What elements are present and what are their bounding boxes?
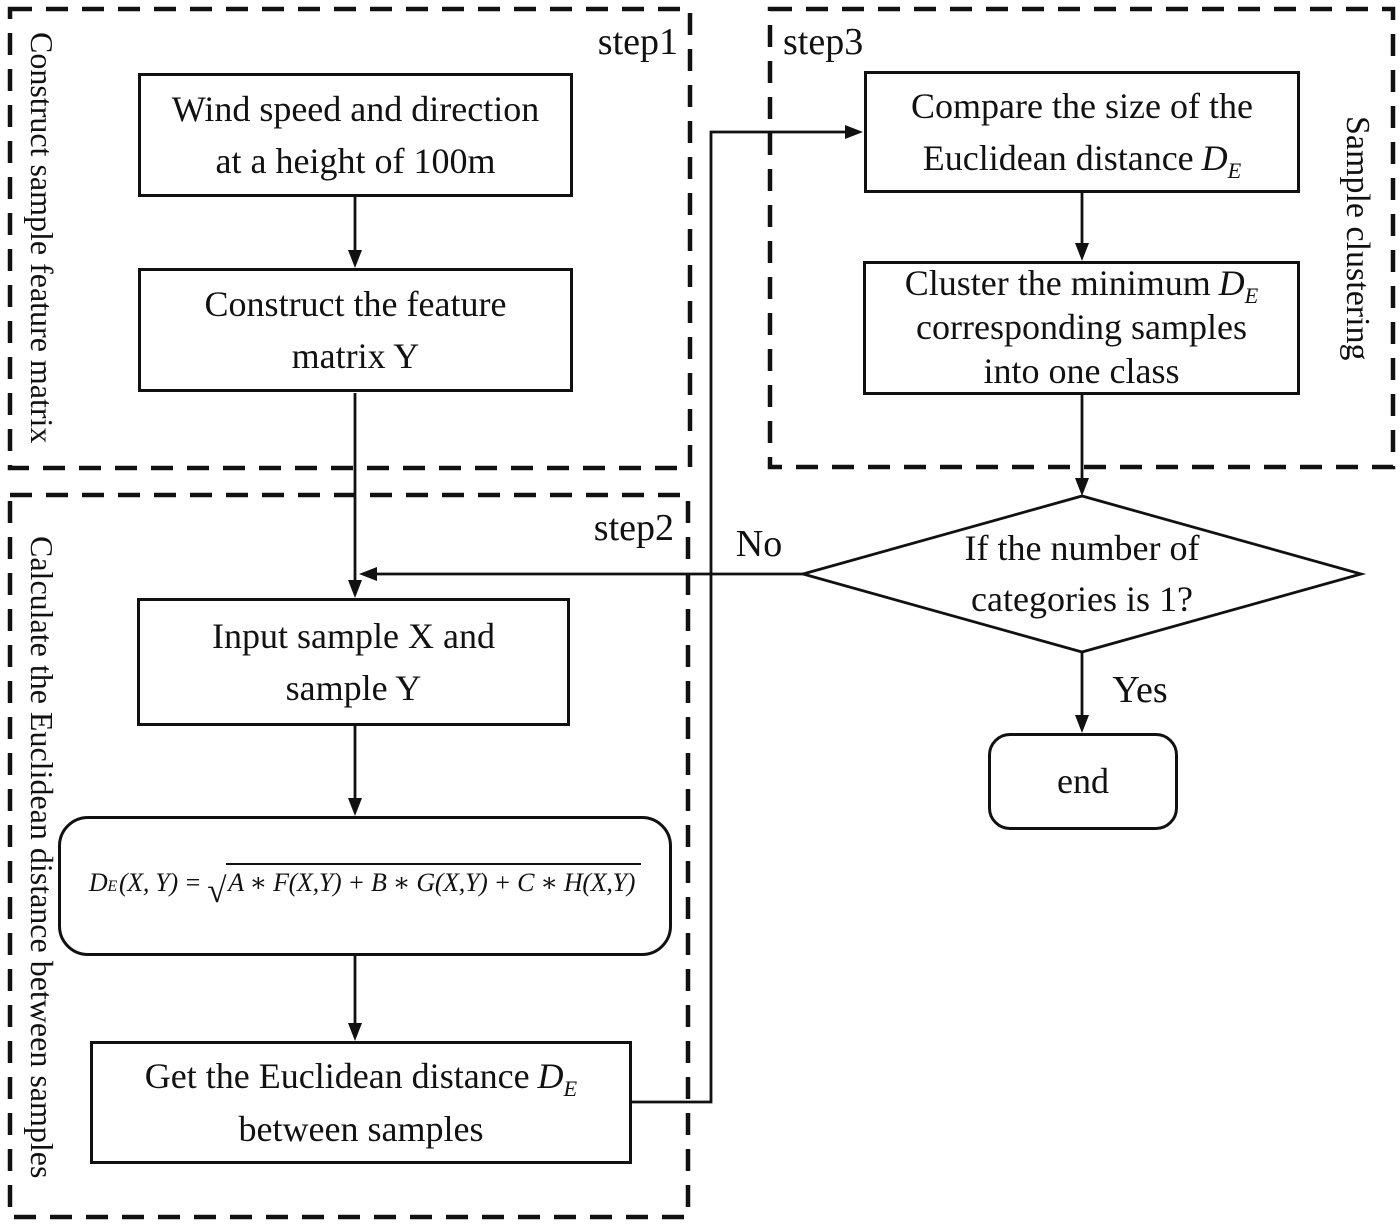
node-wind-line2: at a height of 100m bbox=[215, 141, 496, 181]
node-wind-speed: Wind speed and direction at a height of … bbox=[138, 73, 573, 197]
formula-radicand: A ∗ F(X,Y) + B ∗ G(X,Y) + C ∗ H(X,Y) bbox=[226, 863, 642, 896]
node-input-line2: sample Y bbox=[285, 668, 422, 708]
arrow-get-compare bbox=[632, 130, 846, 1104]
decision-diamond-text: If the number of categories is 1? bbox=[912, 520, 1252, 628]
arrowhead-formula-get bbox=[348, 1023, 362, 1041]
node-input-samples: Input sample X and sample Y bbox=[137, 598, 570, 726]
arrowhead-cluster-decision bbox=[1075, 478, 1089, 496]
node-cluster-line3: into one class bbox=[983, 350, 1180, 391]
node-get-line2: between samples bbox=[238, 1108, 484, 1149]
arrowhead-no-return bbox=[359, 567, 377, 581]
step2-label: step2 bbox=[593, 507, 674, 549]
step3-label: step3 bbox=[783, 21, 864, 63]
step2-frame bbox=[7, 492, 691, 1220]
edge-label-yes: Yes bbox=[1112, 669, 1168, 711]
formula-lhs-args: (X, Y) = bbox=[118, 868, 202, 898]
node-cluster-line1-text: Cluster the minimum bbox=[904, 263, 1211, 304]
node-wind-line1: Wind speed and direction bbox=[171, 88, 540, 129]
step1-label: step1 bbox=[597, 21, 678, 63]
arrowhead-decision-end bbox=[1075, 715, 1089, 733]
de-symbol: DE bbox=[537, 1056, 578, 1102]
decision-diamond-shape bbox=[797, 494, 1367, 654]
step1-side-label: Construct sample feature matrix bbox=[24, 32, 60, 444]
node-end: end bbox=[988, 733, 1178, 830]
formula-radical-icon: √ bbox=[207, 871, 227, 911]
node-construct-matrix: Construct the feature matrix Y bbox=[138, 268, 573, 392]
decision-line2: categories is 1? bbox=[971, 579, 1193, 619]
arrowhead-wind-construct bbox=[348, 250, 362, 268]
arrowhead-compare-cluster bbox=[1075, 243, 1089, 261]
arrowhead-input-formula bbox=[348, 798, 362, 816]
node-compare-line2-text: Euclidean distance bbox=[922, 138, 1194, 178]
decision-line1: If the number of bbox=[964, 527, 1200, 568]
arrowhead-construct-input bbox=[348, 580, 362, 598]
step3-side-label: Sample clustering bbox=[1339, 115, 1376, 361]
formula-lhs-symbol: D bbox=[88, 868, 108, 898]
node-cluster-line2: corresponding samples bbox=[916, 307, 1247, 348]
node-end-label: end bbox=[1057, 761, 1109, 802]
step1-frame bbox=[7, 6, 693, 471]
arrowhead-get-compare bbox=[845, 125, 863, 139]
de-symbol: DE bbox=[1201, 138, 1242, 184]
node-construct-line2: matrix Y bbox=[291, 336, 420, 376]
node-input-line1: Input sample X and bbox=[212, 615, 495, 656]
node-construct-line1: Construct the feature bbox=[204, 283, 507, 324]
node-compare-line1: Compare the size of the bbox=[911, 85, 1253, 126]
step2-side-label: Calculate the Euclidean distance between… bbox=[24, 535, 60, 1179]
de-symbol: DE bbox=[1218, 263, 1259, 309]
node-get-line1-text: Get the Euclidean distance bbox=[144, 1056, 530, 1097]
node-compare-distance: Compare the size of the Euclidean distan… bbox=[864, 71, 1300, 193]
edge-label-no: No bbox=[735, 523, 783, 565]
